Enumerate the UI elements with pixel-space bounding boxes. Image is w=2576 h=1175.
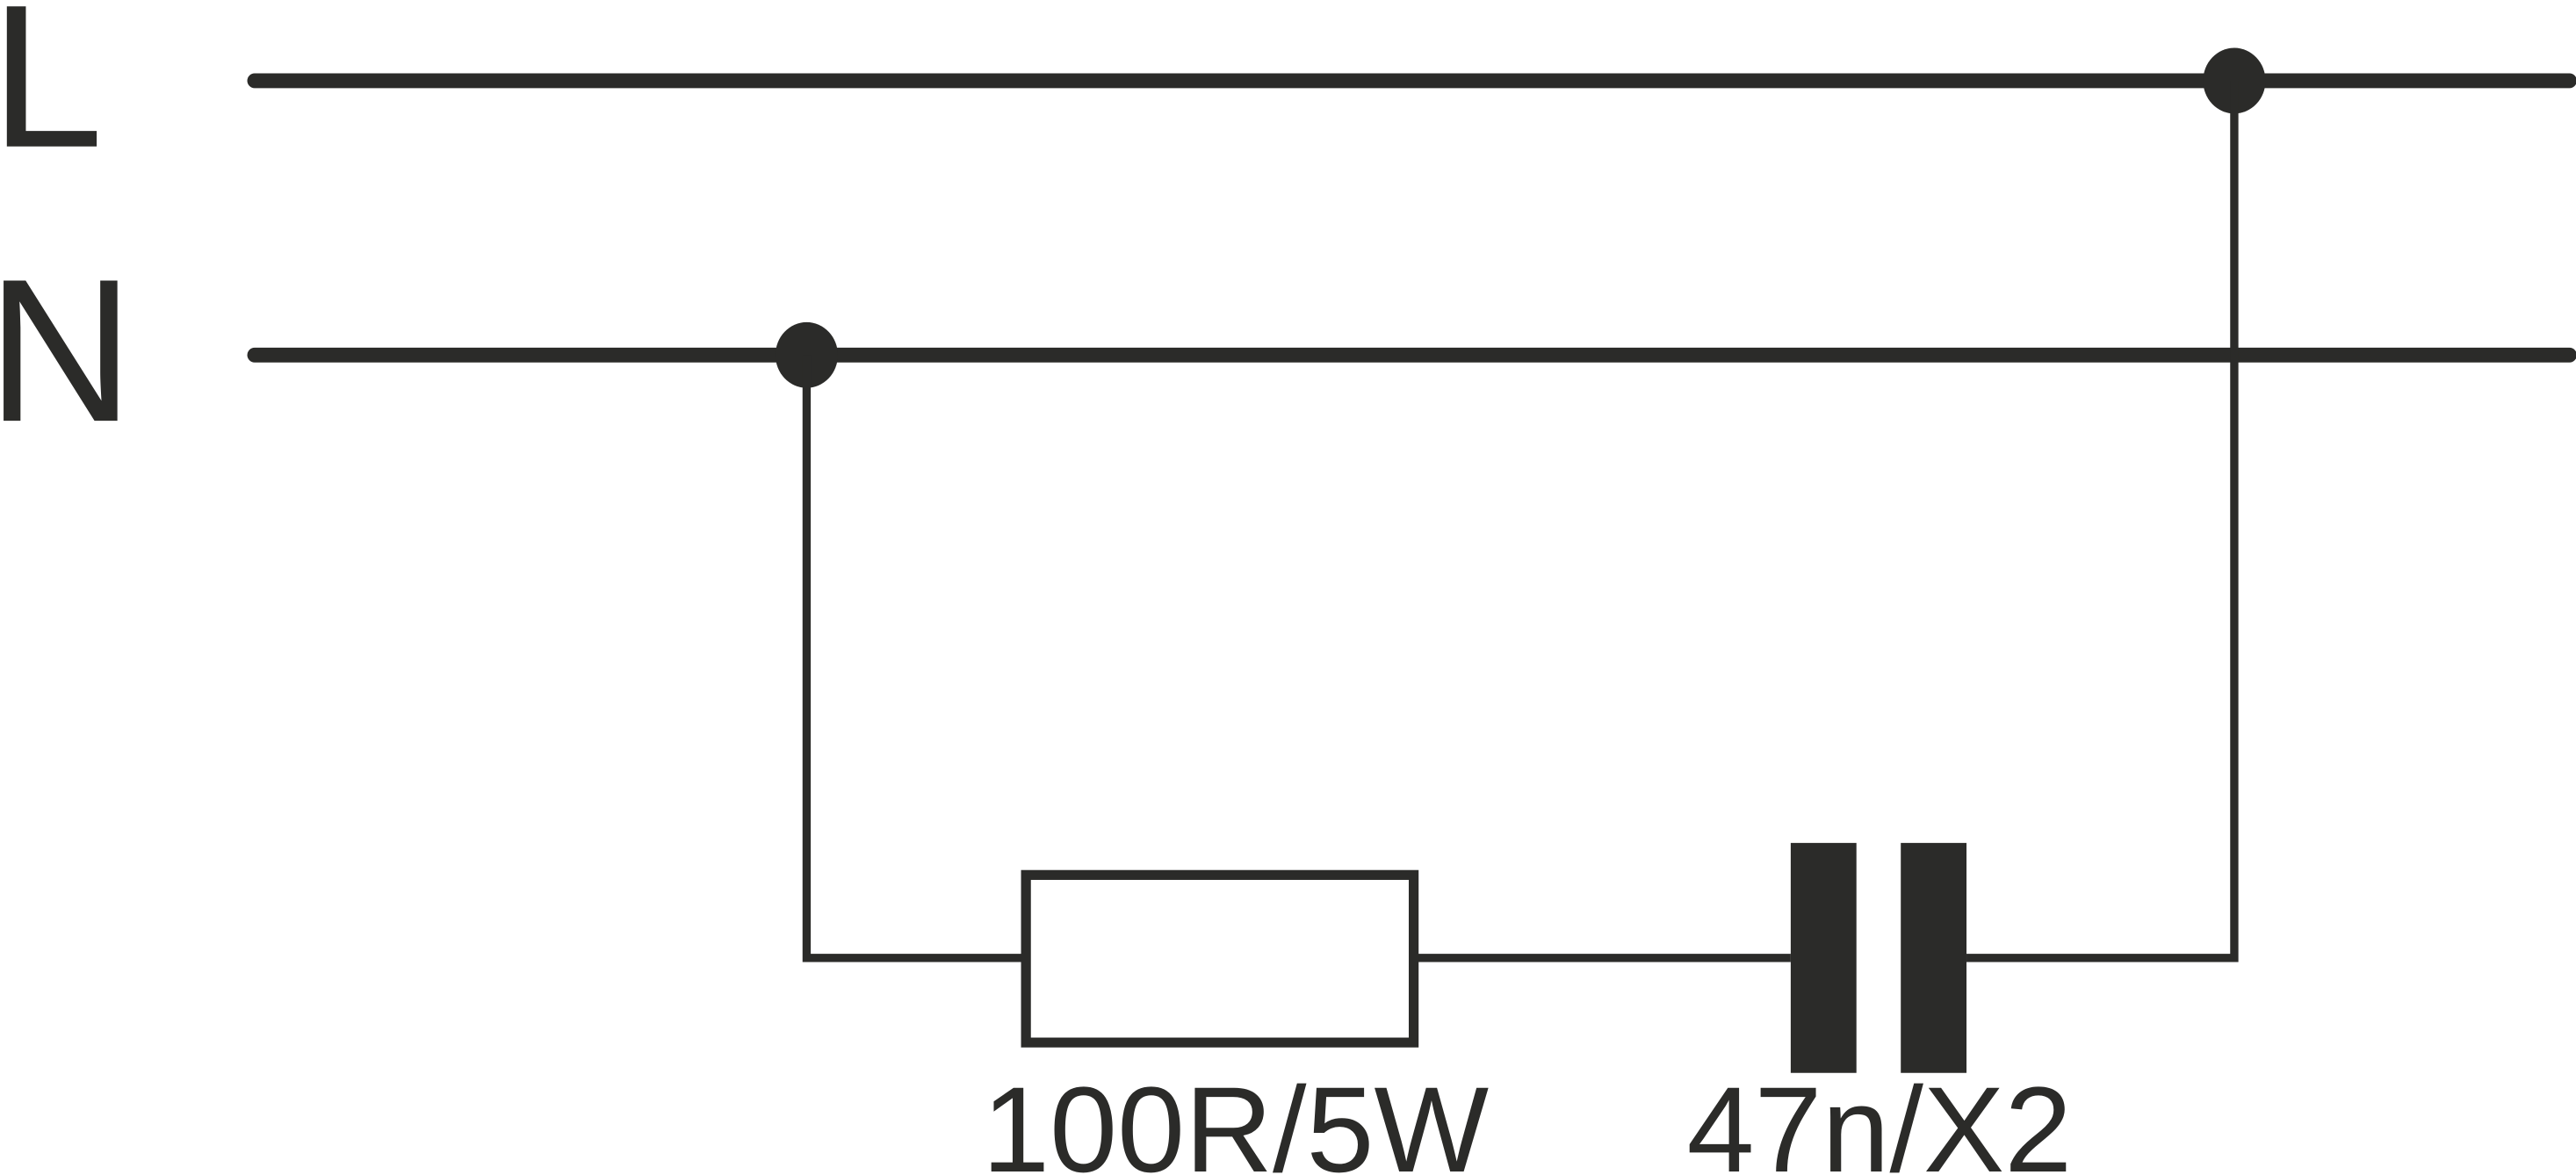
capacitor-label: 47n/X2 <box>1687 1063 2073 1175</box>
rail-label-l: L <box>0 0 104 191</box>
junction-dot-line <box>2203 47 2266 114</box>
capacitor-plate-right <box>1901 842 1967 1073</box>
capacitor-plate-left <box>1790 842 1857 1073</box>
wire-capacitor-to-line <box>1966 80 2239 962</box>
resistor-symbol <box>1021 869 1419 1048</box>
wire-neutral-to-resistor <box>802 355 1026 962</box>
rail-label-n: N <box>0 237 134 465</box>
resistor-label: 100R/5W <box>982 1063 1489 1175</box>
